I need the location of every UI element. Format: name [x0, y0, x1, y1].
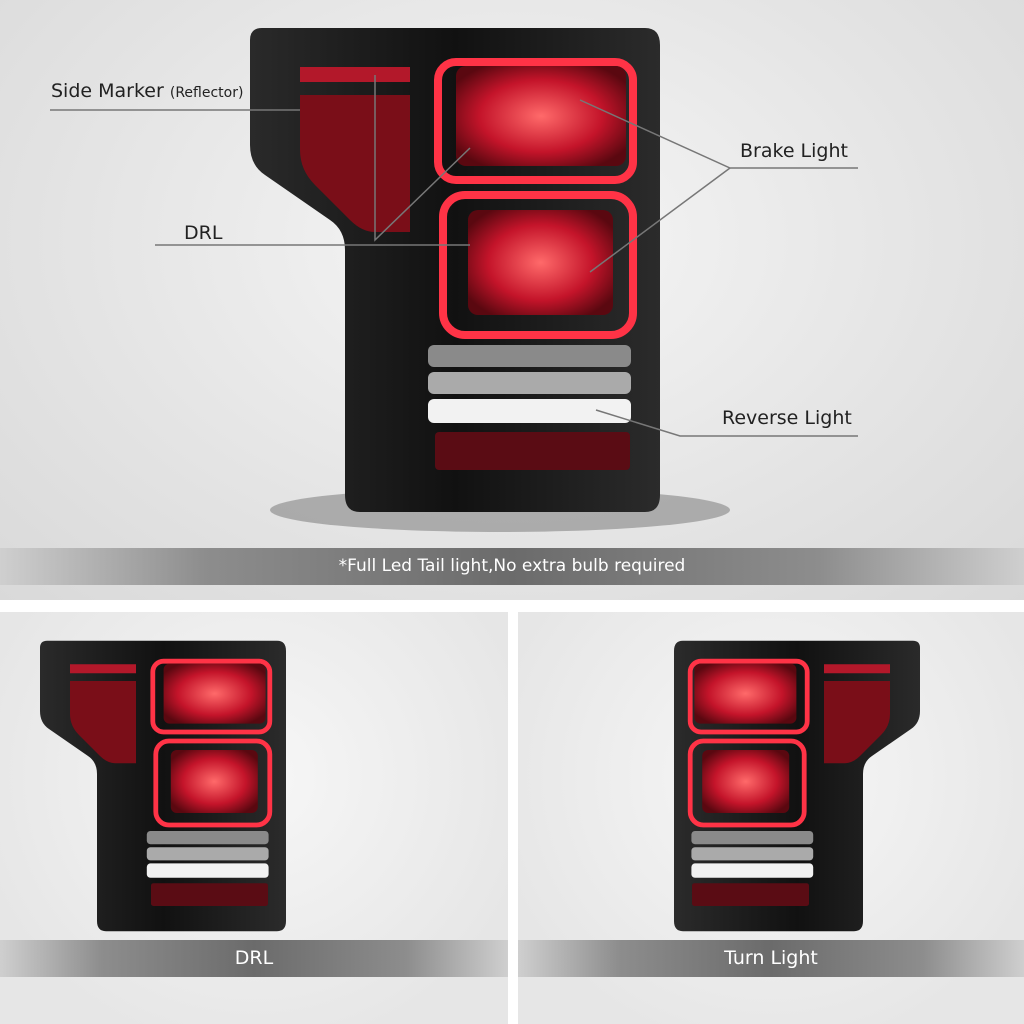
drl-panel: DRL [0, 612, 508, 1024]
brake-light-label: Brake Light [740, 140, 848, 162]
tail-light-image [50, 0, 858, 532]
drl-label: DRL [184, 222, 223, 244]
feature-banner: *Full Led Tail light,No extra bulb requi… [0, 548, 1024, 585]
hero-panel: Side Marker (Reflector) DRL Brake Light … [0, 0, 1024, 600]
drl-caption: DRL [0, 940, 508, 977]
reverse-light-label: Reverse Light [722, 407, 852, 429]
turn-light-panel: Turn Light [518, 612, 1024, 1024]
side-marker-label: Side Marker (Reflector) [51, 80, 244, 102]
callout-lines [50, 75, 858, 437]
turn-light-caption: Turn Light [518, 940, 1024, 977]
